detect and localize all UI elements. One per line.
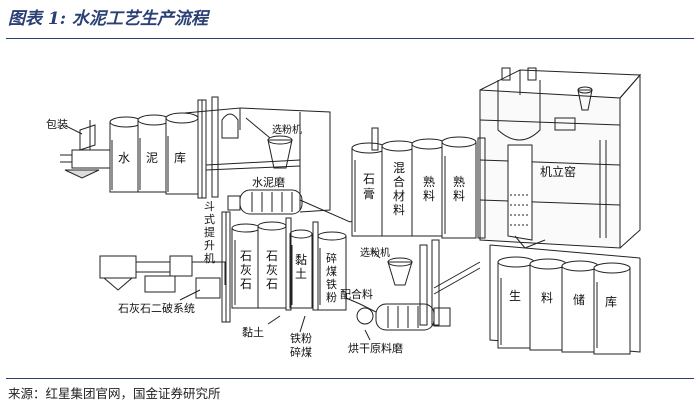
label-elevator-2: 式 <box>204 213 215 226</box>
label-coal-a: 碎 <box>326 251 337 265</box>
iron-leader <box>300 316 305 332</box>
label-mixed-4: 料 <box>393 203 405 217</box>
label-elevator-1: 斗 <box>204 200 215 213</box>
label-clay: 黏土 <box>242 325 264 339</box>
label-separator-bottom: 选粉机 <box>360 246 390 259</box>
label-clay-silo-a: 黏 <box>295 253 307 267</box>
label-crushed-coal: 碎煤 <box>290 345 312 359</box>
cement-mill <box>228 190 302 214</box>
label-cement-silo-3: 库 <box>174 150 186 165</box>
label-limestone1-c: 石 <box>240 277 252 291</box>
label-drying-raw-mill: 烘干原料磨 <box>348 341 403 355</box>
separator-top <box>222 114 292 168</box>
label-elevator-3: 提 <box>204 226 215 239</box>
label-raw-silo-2: 料 <box>541 291 553 305</box>
raw-mill <box>357 304 450 330</box>
label-cement-mill: 水泥磨 <box>252 176 285 189</box>
label-gypsum-1: 石 <box>363 172 375 186</box>
label-mixed-1: 混 <box>393 161 405 175</box>
label-separator-top: 选粉机 <box>272 123 302 136</box>
bottom-rule <box>6 378 694 379</box>
label-cement-silo-2: 泥 <box>146 151 158 165</box>
label-limestone2-c: 石 <box>266 277 278 291</box>
label-shaft-kiln: 机立窑 <box>540 164 576 179</box>
label-limestone1-a: 石 <box>240 249 252 263</box>
label-packaging: 包装 <box>46 118 68 131</box>
label-raw-silo-4: 库 <box>605 294 617 309</box>
label-coal-b: 煤 <box>326 265 337 278</box>
label-coal-c: 铁 <box>326 278 337 291</box>
label-limestone2-a: 石 <box>266 249 278 263</box>
label-clay-silo-b: 土 <box>295 267 307 281</box>
label-elevator-5: 机 <box>204 251 215 265</box>
building-kiln <box>480 70 640 248</box>
label-limestone-crushing: 石灰石二破系统 <box>118 301 195 315</box>
label-raw-silo-3: 储 <box>573 292 585 307</box>
label-limestone2-b: 灰 <box>266 263 278 277</box>
label-cement-silo-1: 水 <box>118 151 130 165</box>
label-limestone1-b: 灰 <box>240 263 252 277</box>
label-clinker2-a: 熟 <box>453 174 465 189</box>
label-iron-powder: 铁粉 <box>290 332 312 345</box>
label-clinker2-b: 料 <box>453 189 465 203</box>
label-batch-material: 配合料 <box>340 287 373 301</box>
label-raw-silo-1: 生 <box>509 289 521 303</box>
raw-meal-conveyor <box>434 262 480 288</box>
label-coal-d: 粉 <box>326 291 337 304</box>
mill-leader <box>365 330 370 340</box>
top-elevator <box>198 97 218 198</box>
label-mixed-3: 材 <box>393 189 405 203</box>
label-elevator-4: 升 <box>204 239 215 252</box>
figure-source: 来源：红星集团官网，国金证券研究所 <box>8 383 221 402</box>
label-clinker1-a: 熟 <box>423 174 435 189</box>
clay-leader <box>268 316 280 324</box>
label-clinker1-b: 料 <box>423 189 435 203</box>
label-gypsum-2: 膏 <box>363 186 375 201</box>
label-mixed-2: 合 <box>393 174 405 189</box>
conveyor-upper <box>206 160 300 165</box>
middle-elevator <box>222 212 230 322</box>
building-left <box>185 108 330 212</box>
